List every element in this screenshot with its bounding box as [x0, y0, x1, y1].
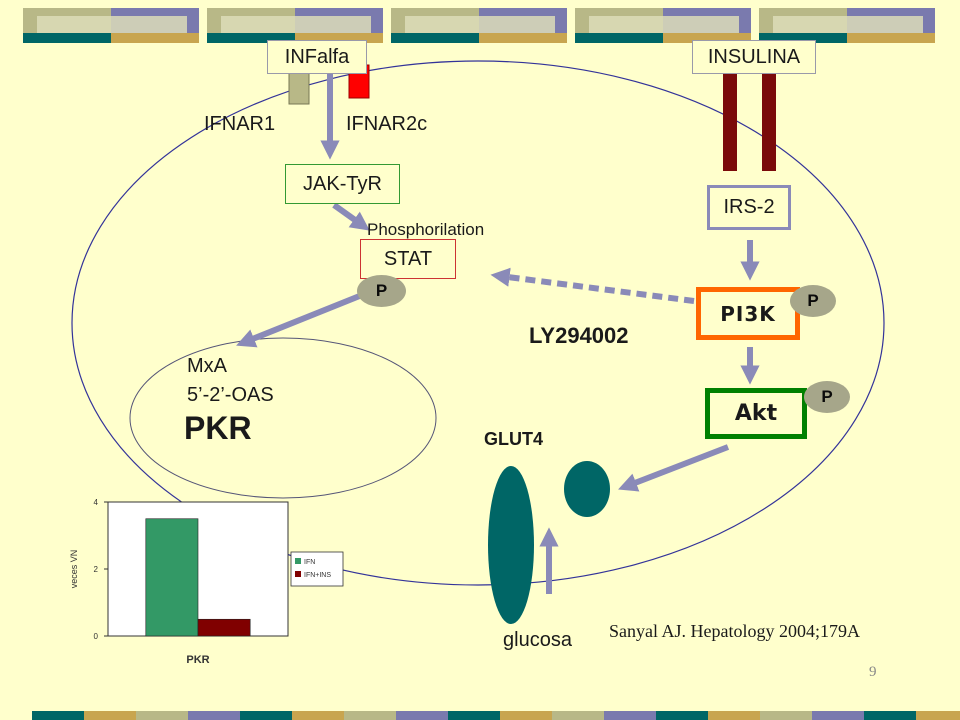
pi3k-box: PI3K — [696, 287, 800, 340]
arrow-akt-to-glut4 — [618, 444, 730, 492]
citation: Sanyal AJ. Hepatology 2004;179A — [609, 621, 860, 641]
stat-label: STAT — [383, 247, 433, 270]
insulina-box: INSULINA — [692, 40, 816, 74]
ifnar2c-label: IFNAR2c — [346, 113, 428, 135]
ifnar1-label: IFNAR1 — [204, 113, 276, 135]
glut4-membrane-transporter — [488, 466, 534, 624]
akt-box: Akt — [705, 388, 807, 439]
legend-swatch — [295, 558, 301, 564]
insulin-receptor-right — [762, 74, 776, 171]
pi3k-phosphate-badge: P — [790, 285, 836, 317]
stat-phosphate-badge: P — [357, 275, 406, 307]
ly294002-label: LY294002 — [529, 323, 629, 348]
arrow-jak-to-stat — [332, 202, 370, 231]
legend-label: IFN — [304, 559, 315, 566]
y-tick-label: 2 — [94, 565, 99, 574]
arrow-pi3k-to-stat-dotted — [490, 267, 695, 304]
pkr-label: PKR — [184, 410, 252, 446]
legend-swatch — [295, 571, 301, 577]
arrow-stat-to-nucleus — [236, 288, 374, 348]
glut4-label: GLUT4 — [484, 429, 544, 449]
akt-label: Akt — [734, 401, 778, 426]
page-number: 9 — [869, 664, 877, 680]
y-axis-label: veces VN — [69, 550, 79, 589]
glucosa-label: glucosa — [503, 629, 572, 651]
infalfa-label: INFalfa — [284, 45, 350, 68]
nucleus — [129, 337, 437, 499]
jak-tyr-box: JAK-TyR — [285, 164, 400, 204]
y-tick-label: 0 — [94, 632, 99, 641]
legend-label: IFN+INS — [304, 572, 331, 579]
infalfa-box: INFalfa — [267, 40, 367, 74]
phosphorilation-label: Phosphorilation — [367, 220, 485, 239]
legend-box — [290, 551, 344, 587]
irs2-label: IRS-2 — [723, 196, 775, 218]
ifnar1-receptor — [288, 70, 310, 105]
insulin-receptor-left — [723, 74, 737, 171]
pi3k-label: PI3K — [720, 301, 776, 326]
glut4-vesicle — [564, 461, 610, 517]
mxa-label: MxA — [187, 355, 227, 377]
stat-box: STAT — [360, 239, 456, 279]
oas-label: 5’-2’-OAS — [187, 384, 274, 406]
bar-ifn-ins — [197, 618, 251, 637]
x-axis-label: PKR — [186, 654, 209, 666]
insulina-label: INSULINA — [707, 45, 801, 68]
akt-phosphate-badge: P — [804, 381, 850, 413]
cell-membrane — [71, 60, 885, 586]
bar-ifn — [145, 518, 199, 637]
jak-tyr-label: JAK-TyR — [303, 172, 382, 195]
y-tick-label: 4 — [94, 498, 99, 507]
irs2-box: IRS-2 — [707, 185, 791, 230]
